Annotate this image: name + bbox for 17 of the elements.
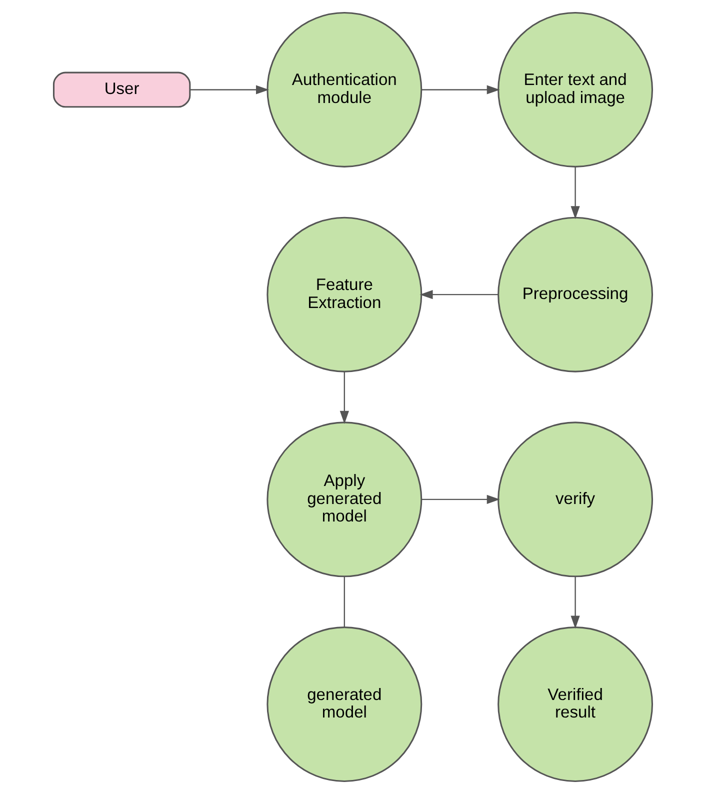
arrow <box>419 290 498 300</box>
node-circle: Feature Extraction <box>266 216 422 372</box>
arrow <box>570 166 580 220</box>
node-box: User <box>52 72 190 108</box>
arrow <box>421 85 500 94</box>
node-circle: Apply generated model <box>266 422 422 578</box>
node-circle: Authentication module <box>266 12 422 168</box>
arrow <box>339 372 348 424</box>
node-circle: generated model <box>266 626 422 782</box>
node-circle: Preprocessing <box>497 216 653 372</box>
connector <box>343 576 344 627</box>
arrow <box>570 576 580 629</box>
node-circle: Enter text and upload image <box>497 12 653 168</box>
node-circle: verify <box>497 422 653 578</box>
arrow <box>190 85 269 94</box>
node-circle: Verified result <box>497 626 653 782</box>
arrow <box>421 494 500 504</box>
